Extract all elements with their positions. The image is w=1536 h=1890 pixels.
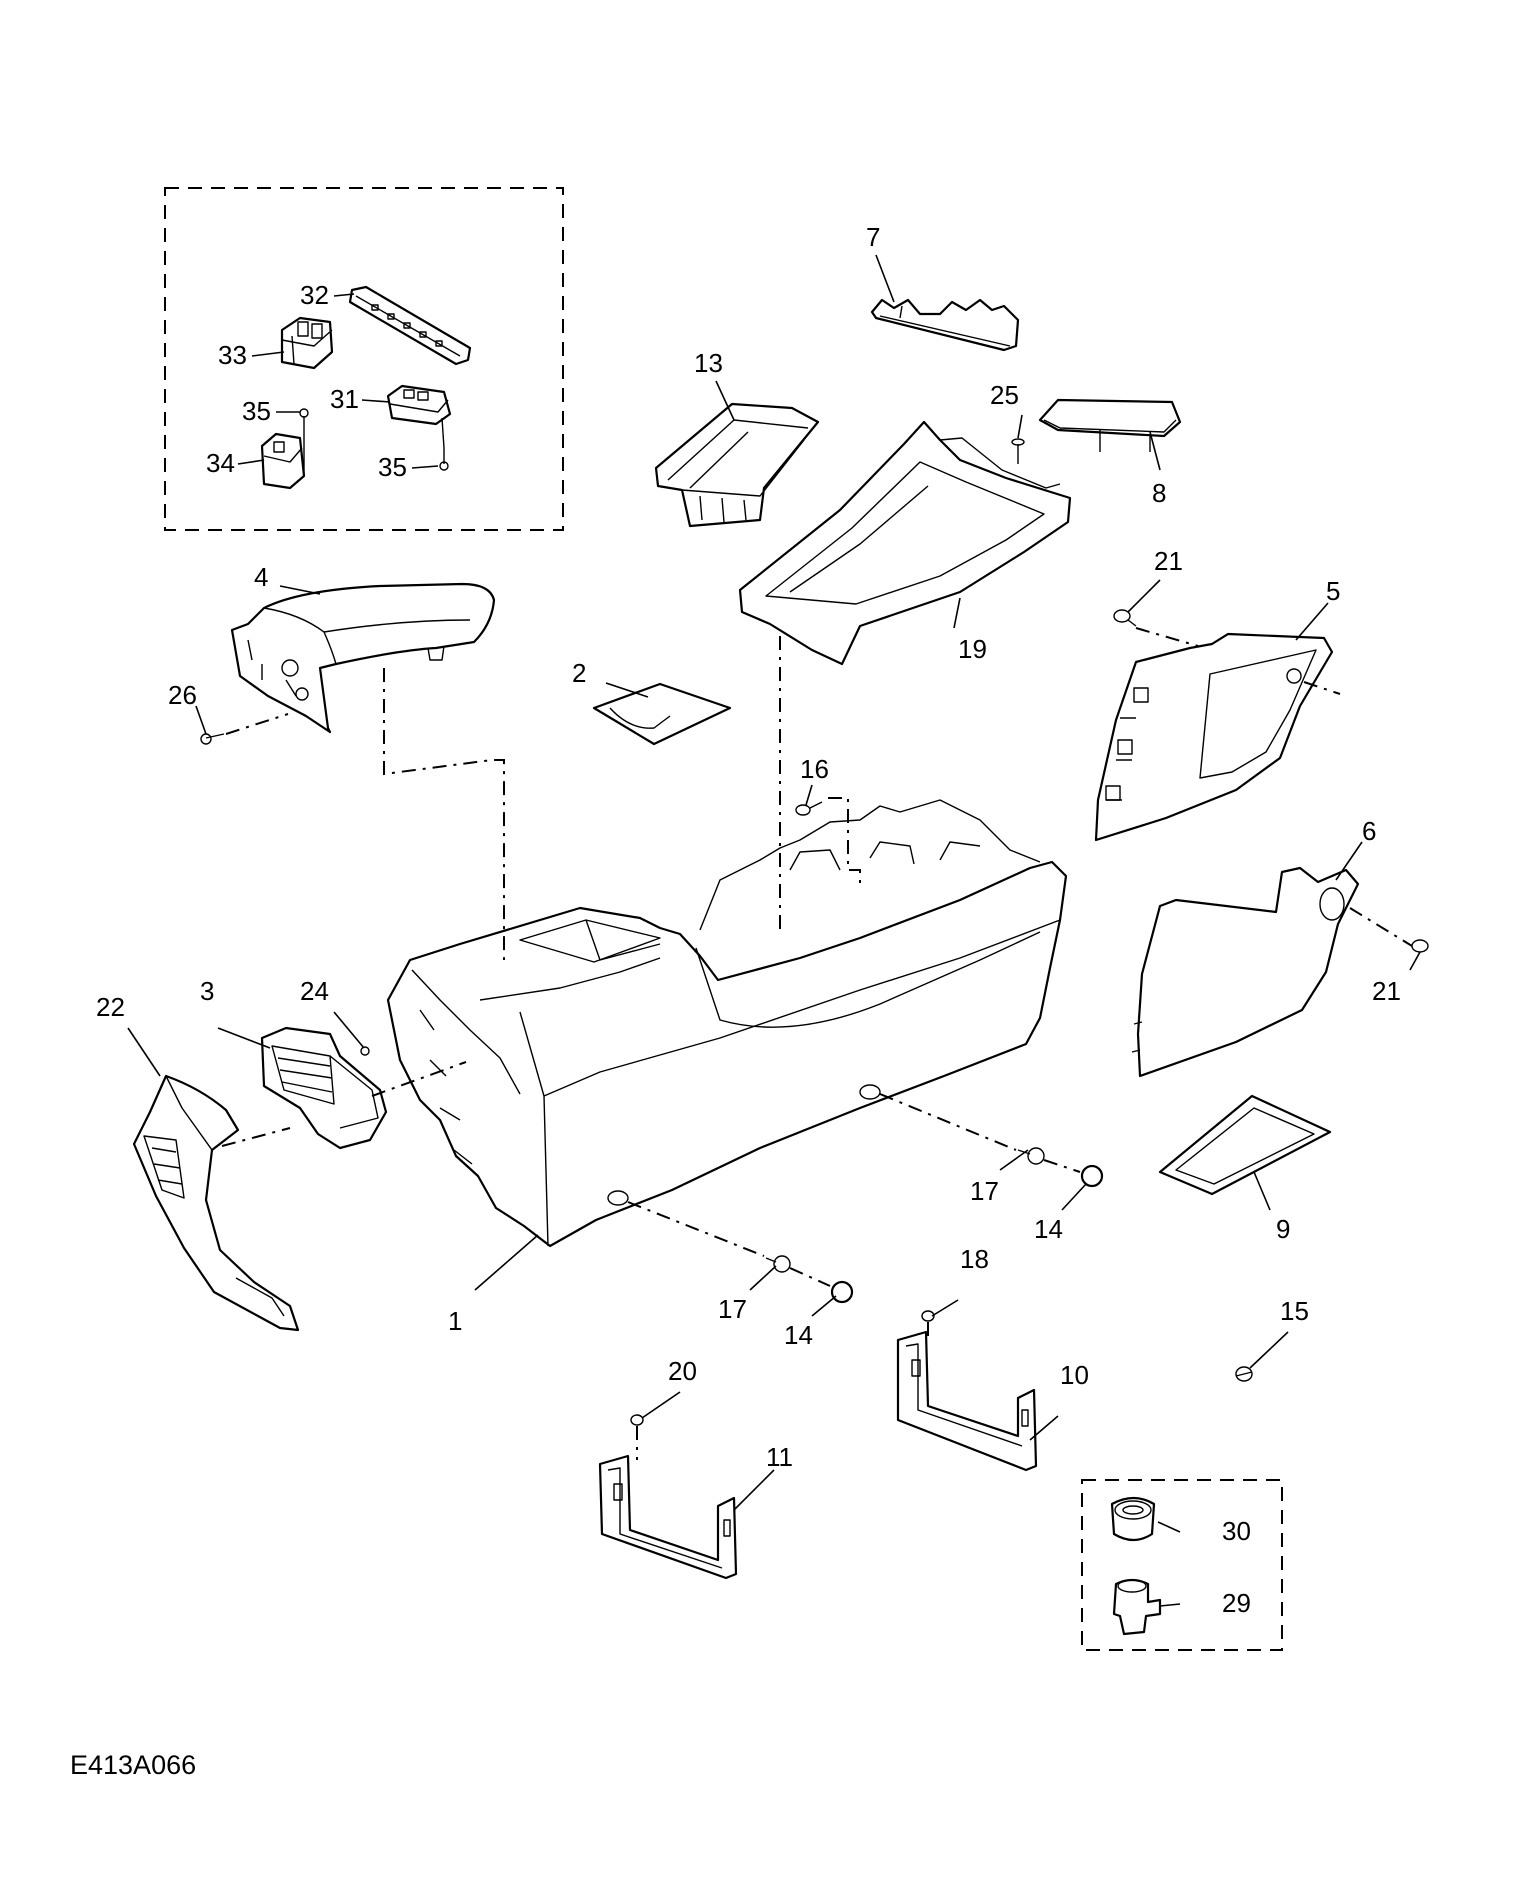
part-33-switch-block [280, 316, 334, 370]
callout-33: 33 [218, 340, 247, 370]
callout-20: 20 [668, 1356, 697, 1386]
callout-30: 30 [1222, 1516, 1251, 1546]
callout-6: 6 [1362, 816, 1376, 846]
callout-9: 9 [1276, 1214, 1290, 1244]
callout-29: 29 [1222, 1588, 1251, 1618]
part-34-switch [260, 408, 309, 490]
part-17-bolt-upper [1017, 1147, 1045, 1165]
diagram-reference-id: E413A066 [70, 1750, 197, 1780]
callout-21-upper: 21 [1154, 546, 1183, 576]
part-18-clip [921, 1310, 935, 1322]
part-3-rear-vent [260, 1026, 388, 1150]
part-29-usb-socket [1112, 1578, 1162, 1636]
callout-5: 5 [1326, 576, 1340, 606]
part-32-switch-strip [348, 285, 472, 366]
part-21-clip-upper [1113, 609, 1137, 627]
part-10-bracket [896, 1330, 1038, 1472]
part-19-top-trim [738, 420, 1072, 666]
callout-32: 32 [300, 280, 329, 310]
callout-4: 4 [254, 562, 268, 592]
part-9-mat [1158, 1094, 1332, 1196]
callout-34: 34 [206, 448, 235, 478]
part-6-side-panel-left [1131, 866, 1360, 1078]
part-25-screw [1011, 438, 1025, 464]
callout-35-upper: 35 [242, 396, 271, 426]
part-8-lid [1038, 398, 1182, 452]
callout-25: 25 [990, 380, 1019, 410]
callout-24: 24 [300, 976, 329, 1006]
assembly-lines [221, 627, 1413, 1460]
part-14-plug-upper [1080, 1164, 1104, 1188]
part-31-switch-assembly [386, 384, 452, 449]
part-16-screw [795, 801, 823, 816]
part-26-screw [200, 733, 225, 745]
part-20-clip [630, 1414, 644, 1426]
callout-21-lower: 21 [1372, 976, 1401, 1006]
part-4-armrest [230, 582, 496, 734]
callout-8: 8 [1152, 478, 1166, 508]
callout-22: 22 [96, 992, 125, 1022]
part-11-bracket [598, 1454, 738, 1580]
part-21-clip-lower [1411, 939, 1429, 953]
part-17-bolt-lower [765, 1255, 791, 1273]
part-7-bracket [870, 298, 1020, 352]
part-15-clip [1235, 1366, 1253, 1382]
part-35-screw-lower [439, 448, 449, 471]
callout-31: 31 [330, 384, 359, 414]
callout-1: 1 [448, 1306, 462, 1336]
part-13-cupholder-insert [654, 402, 820, 528]
part-1-console-body [386, 799, 1068, 1248]
callout-10: 10 [1060, 1360, 1089, 1390]
socket-kit-box [1081, 1479, 1283, 1651]
callout-13: 13 [694, 348, 723, 378]
part-5-side-panel-right [1094, 632, 1334, 842]
callout-19: 19 [958, 634, 987, 664]
callout-labels: 1 2 3 4 5 6 7 8 9 10 11 13 14 14 15 16 1… [96, 222, 1401, 1618]
callout-3: 3 [200, 976, 214, 1006]
callout-14-upper: 14 [1034, 1214, 1063, 1244]
callout-26: 26 [168, 680, 197, 710]
part-24-screw [360, 1046, 370, 1056]
callout-15: 15 [1280, 1296, 1309, 1326]
callout-14-lower: 14 [784, 1320, 813, 1350]
part-30-power-socket [1110, 1496, 1156, 1542]
callout-35-lower: 35 [378, 452, 407, 482]
callout-11: 11 [766, 1442, 793, 1472]
callout-2: 2 [572, 658, 586, 688]
callout-18: 18 [960, 1244, 989, 1274]
part-2-mat [592, 682, 732, 746]
callout-17-upper: 17 [970, 1176, 999, 1206]
callout-16: 16 [800, 754, 829, 784]
part-14-plug-lower [830, 1280, 854, 1304]
leader-lines [127, 254, 1421, 1607]
callout-17-lower: 17 [718, 1294, 747, 1324]
part-22-rear-panel [132, 1074, 300, 1332]
callout-7: 7 [866, 222, 880, 252]
